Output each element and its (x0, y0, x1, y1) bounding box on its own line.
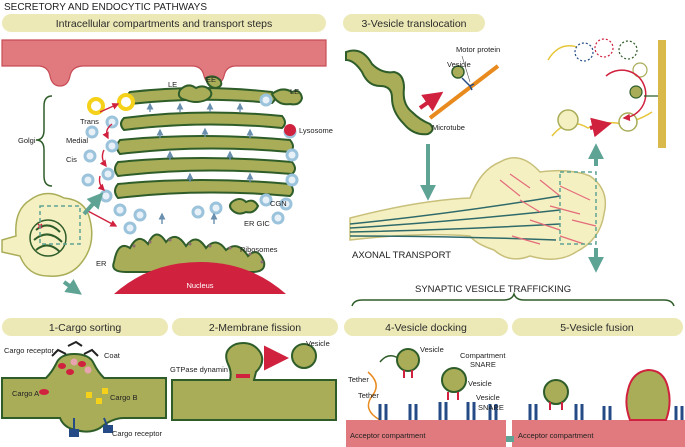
svg-text:Intracellular compartments and: Intracellular compartments and transport… (56, 18, 273, 30)
label-er-gic: ER GIC (244, 219, 270, 228)
organelle-membrane (345, 49, 434, 136)
golgi-blue-arrows (146, 102, 254, 224)
label-acceptor-1: Acceptor compartment (350, 431, 426, 440)
label-vesicle-motor: Vesicle (447, 60, 471, 69)
snares-fusion (528, 404, 684, 420)
label-ribosomes: Ribosomes (240, 245, 278, 254)
label-motor-protein: Motor protein (456, 45, 500, 54)
label-vesicle-dock: Vesicle (420, 345, 444, 354)
plasma-membrane (1, 39, 327, 87)
fission-membrane (171, 342, 337, 421)
microtube (428, 64, 500, 120)
cargo-a-molecules (39, 361, 86, 395)
label-golgi: Golgi (18, 136, 36, 145)
label-coat: Coat (104, 351, 121, 360)
snares-docking (378, 402, 498, 420)
golgi-bracket (35, 95, 53, 187)
tether-short (379, 355, 399, 363)
svg-text:5-Vesicle fusion: 5-Vesicle fusion (560, 322, 634, 334)
synaptic-bracket (351, 291, 675, 307)
label-cargo-b: Cargo B (110, 393, 138, 402)
cargo-b-molecules (86, 388, 108, 404)
label-lysosome: Lysosome (299, 126, 333, 135)
translocation-arrow (418, 91, 444, 112)
axon-terminal (349, 157, 607, 260)
header-membrane-fission: 2-Membrane fission (172, 318, 338, 336)
golgi-red-arrows (85, 103, 120, 227)
trans-vesicles (87, 93, 135, 115)
v-snares-docking (403, 370, 459, 400)
header-vesicle-fusion: 5-Vesicle fusion (512, 318, 683, 336)
released-vesicle (291, 343, 317, 369)
label-nucleus: Nucleus (186, 281, 213, 290)
label-cargo-receptor-bottom: Cargo receptor (112, 429, 163, 438)
label-trans: Trans (80, 117, 99, 126)
docking-vesicle-2 (441, 367, 467, 393)
label-le-1: LE (168, 80, 177, 89)
cargo-receptors (70, 358, 92, 374)
label-vesicle-fission: Vesicle (306, 339, 330, 348)
fusing-vesicle-1 (543, 379, 569, 405)
endosomes (177, 75, 304, 106)
label-snare-1: SNARE (470, 360, 496, 369)
label-snare-2: SNARE (478, 403, 504, 412)
label-cargo-a: Cargo A (12, 389, 39, 398)
label-microtube: Microtube (432, 123, 465, 132)
label-axonal-transport: AXONAL TRANSPORT (352, 250, 451, 261)
header-translocation: 3-Vesicle translocation (343, 14, 485, 32)
lysosome (284, 124, 296, 136)
tether-long (367, 371, 381, 421)
label-vesicle-snare: Vesicle (476, 393, 500, 402)
docking-vesicle-1 (396, 348, 420, 372)
svg-text:2-Membrane fission: 2-Membrane fission (209, 322, 301, 334)
header-cargo-sorting: 1-Cargo sorting (2, 318, 168, 336)
label-cis: Cis (66, 155, 77, 164)
teal-arrows-left (62, 192, 104, 295)
neuron-cell (1, 192, 93, 277)
endoplasmic-reticulum (112, 233, 266, 273)
er-gic (229, 198, 260, 215)
label-acceptor-2: Acceptor compartment (518, 431, 594, 440)
v-snares-fusion (549, 402, 563, 410)
label-ee: EE (206, 75, 216, 84)
vesicle-on-motor (451, 65, 465, 79)
header-vesicle-docking: 4-Vesicle docking (344, 318, 508, 336)
label-vesicle-mid: Vesicle (468, 379, 492, 388)
ribosomes (132, 238, 264, 264)
label-le-2: LE (290, 87, 299, 96)
nucleus (114, 262, 286, 294)
label-cargo-receptor-top: Cargo receptor (4, 346, 55, 355)
svg-text:3-Vesicle translocation: 3-Vesicle translocation (361, 18, 466, 30)
svg-text:1-Cargo sorting: 1-Cargo sorting (49, 322, 122, 334)
figure-title: SECRETORY AND ENDOCYTIC PATHWAYS (4, 2, 207, 13)
label-er: ER (96, 259, 107, 268)
label-synaptic-trafficking: SYNAPTIC VESICLE TRAFFICKING (415, 284, 571, 295)
label-medial: Medial (66, 136, 88, 145)
motor-protein (461, 77, 475, 91)
label-gtpase: GTPase dynamin (170, 365, 228, 374)
bottom-cargo-receptor (69, 417, 113, 437)
header-intracellular: Intracellular compartments and transport… (2, 14, 326, 32)
label-tether-1: Tether (348, 375, 369, 384)
synaptic-cycle (547, 38, 666, 148)
label-cgn: CGN (270, 199, 287, 208)
acceptor-compartment-2 (512, 420, 685, 447)
label-tether-2: Tether (358, 391, 379, 400)
label-compartment: Compartment (460, 351, 506, 360)
svg-text:4-Vesicle docking: 4-Vesicle docking (385, 322, 467, 334)
fused-vesicle (625, 368, 671, 421)
coat-proteins (51, 340, 99, 357)
acceptor-compartment-1 (346, 420, 506, 447)
